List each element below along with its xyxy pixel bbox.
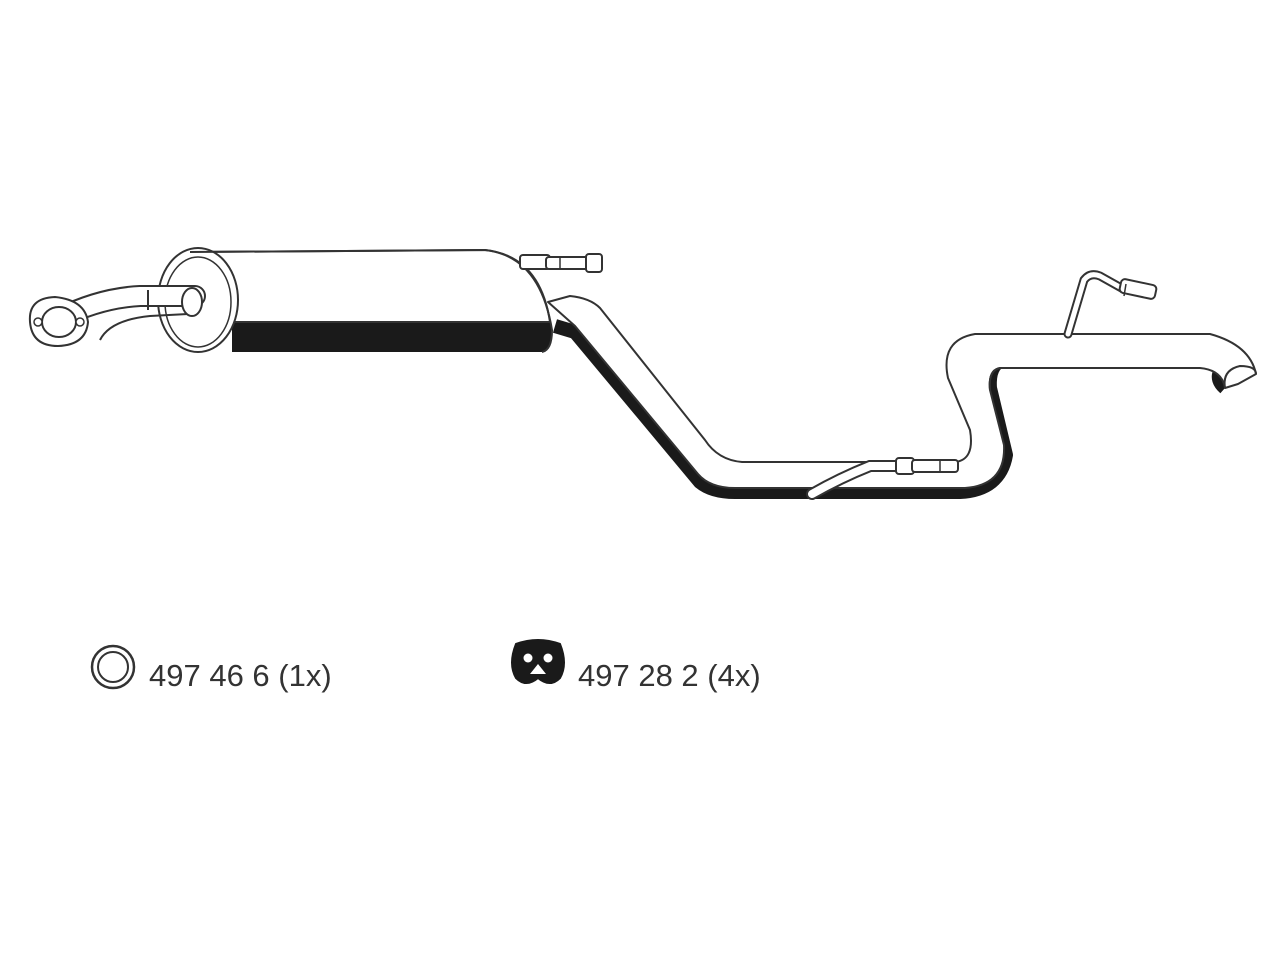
inlet-flange — [28, 295, 90, 348]
rubber-hanger-icon — [511, 639, 565, 684]
rear-pipe — [547, 295, 1257, 499]
middle-hanger-bracket — [806, 457, 959, 500]
muffler — [157, 247, 554, 353]
rubber-hanger-part-number: 497 28 2 (4x) — [578, 658, 761, 693]
seal-ring-icon — [90, 644, 136, 690]
rear-hanger-bracket — [1063, 270, 1158, 339]
seal-ring-part-number: 497 46 6 (1x) — [149, 658, 332, 693]
muffler-hanger-stud — [519, 253, 603, 273]
